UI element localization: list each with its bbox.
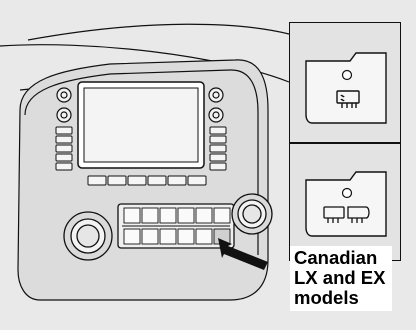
caption-line-1: Canadian bbox=[294, 248, 386, 268]
inset-rear-defroster bbox=[289, 22, 401, 143]
rear-defroster-switch bbox=[290, 23, 399, 141]
navigation-display bbox=[78, 82, 204, 168]
climate-control-panel bbox=[118, 204, 234, 248]
mirror-heater-switch bbox=[290, 144, 399, 259]
caption-line-3: models bbox=[294, 288, 386, 308]
caption-line-2: LX and EX bbox=[294, 268, 386, 288]
inset-mirror-heater bbox=[289, 143, 401, 261]
model-caption: Canadian LX and EX models bbox=[290, 246, 392, 311]
